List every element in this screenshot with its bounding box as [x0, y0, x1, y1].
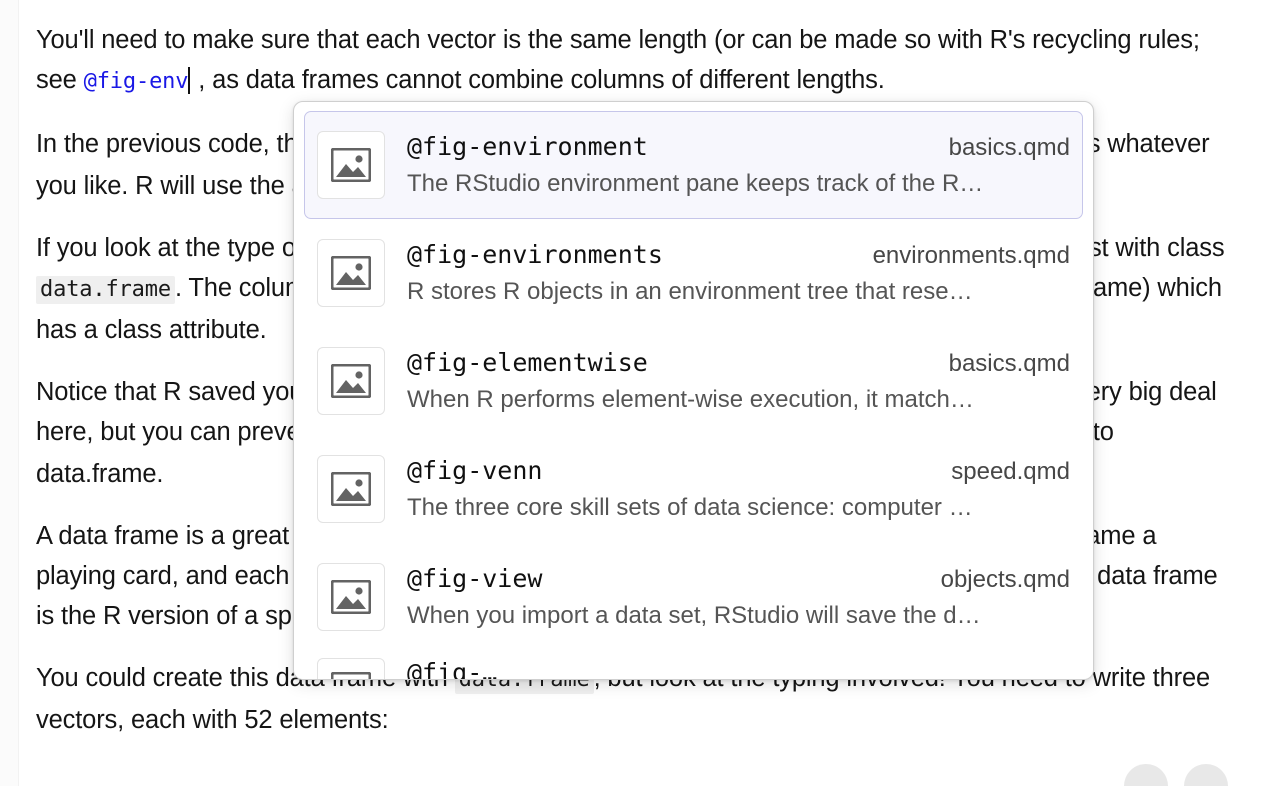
editor-left-gutter [0, 0, 19, 786]
floating-action-buttons [1124, 764, 1228, 786]
image-placeholder-icon [317, 455, 385, 523]
completion-item-description: R stores R objects in an environment tre… [407, 278, 973, 305]
image-placeholder-icon [317, 347, 385, 415]
completion-item-header: @fig-venn speed.qmd [407, 456, 1070, 486]
completion-item-id: @fig-environment [407, 132, 648, 161]
paragraph-text: , as data frames cannot combine columns … [191, 66, 885, 94]
completion-item-body: @fig-environments environments.qmd R store… [407, 240, 1070, 306]
paragraph[interactable]: You'll need to make sure that each vecto… [36, 20, 1234, 102]
completion-item-id: @fig-view [407, 564, 543, 593]
text-cursor [188, 67, 191, 94]
image-placeholder-icon [317, 563, 385, 631]
help-button[interactable] [1124, 764, 1168, 786]
completion-item-body: @fig-… [407, 658, 1070, 680]
completion-item-id: @fig-environments [407, 240, 663, 269]
paragraph-text: to data.frame. [36, 418, 1114, 488]
completion-item-description: The RStudio environment pane keeps track… [407, 170, 984, 197]
paragraph-text: You'll need to make sure that each vecto… [36, 26, 1200, 94]
completion-item-file: objects.qmd [940, 566, 1070, 593]
completion-item[interactable]: @fig-… [304, 651, 1083, 680]
completion-item-header: @fig-environment basics.qmd [407, 132, 1070, 162]
completion-item-description: The three core skill sets of data scienc… [407, 494, 973, 521]
completion-item-header: @fig-environments environments.qmd [407, 240, 1070, 270]
image-placeholder-icon [317, 658, 385, 679]
completion-item-id: @fig-elementwise [407, 348, 648, 377]
completion-item-file: speed.qmd [951, 458, 1070, 485]
settings-button[interactable] [1184, 764, 1228, 786]
completion-item-header: @fig-… [407, 658, 1070, 680]
image-placeholder-icon [317, 239, 385, 307]
completion-item-file: environments.qmd [872, 242, 1070, 269]
completion-item-description: When R performs element-wise execution, … [407, 386, 974, 413]
completion-item-id: @fig-venn [407, 456, 543, 485]
completion-item-id: @fig-… [407, 658, 498, 680]
completion-item-file: basics.qmd [948, 350, 1070, 377]
inline-code-span: data.frame [36, 276, 175, 304]
completion-item-header: @fig-view objects.qmd [407, 564, 1070, 594]
completion-item-header: @fig-elementwise basics.qmd [407, 348, 1070, 378]
completion-item-file: basics.qmd [948, 134, 1070, 161]
cross-reference-token[interactable]: @fig-env [83, 69, 189, 94]
completion-item-description: When you import a data set, RStudio will… [407, 602, 981, 629]
image-placeholder-icon [317, 131, 385, 199]
completion-item[interactable]: @fig-environments environments.qmd R store… [304, 219, 1083, 327]
